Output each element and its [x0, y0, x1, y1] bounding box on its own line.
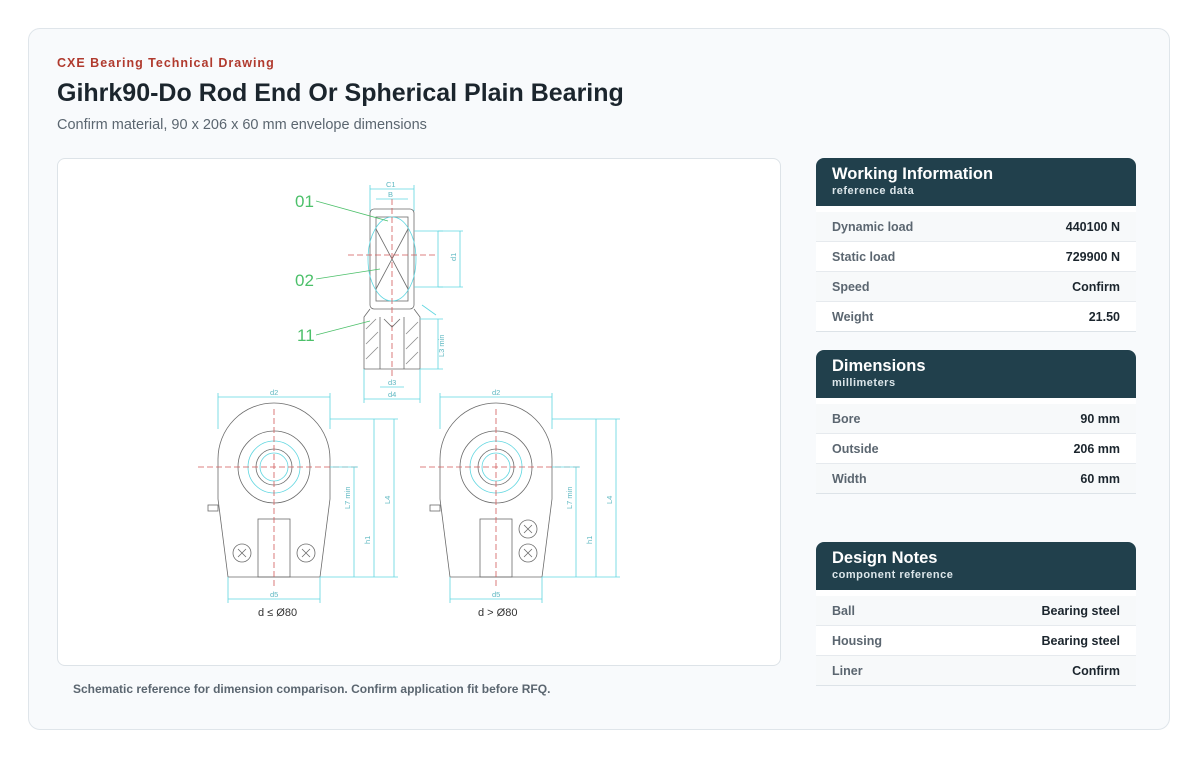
spec-label: Dynamic load — [832, 219, 914, 234]
design-notes-header: Design Notes component reference — [816, 542, 1136, 590]
right-view-caption: d > Ø80 — [478, 607, 517, 619]
working-info-rows: Dynamic load 440100 N Static load 729900 N… — [816, 212, 1136, 331]
label-d4: d4 — [388, 390, 396, 399]
eyebrow-label: CXE Bearing Technical Drawing — [57, 56, 275, 70]
spec-row-width: Width 60 mm — [816, 463, 1136, 493]
left-view-caption: d ≤ Ø80 — [258, 607, 297, 619]
spec-value: Bearing steel — [1041, 603, 1120, 618]
right-label-l4: L4 — [605, 496, 614, 504]
dimensions-subtitle: millimeters — [832, 377, 896, 389]
right-label-d2: d2 — [492, 388, 500, 397]
spec-label: Outside — [832, 441, 879, 456]
spec-value: Bearing steel — [1041, 633, 1120, 648]
right-label-d5: d5 — [492, 590, 500, 599]
spec-label: Housing — [832, 633, 882, 648]
spec-row-bore: Bore 90 mm — [816, 404, 1136, 433]
callout-02: 02 — [295, 271, 314, 290]
dimensions-header: Dimensions millimeters — [816, 350, 1136, 398]
working-info-header: Working Information reference data — [816, 158, 1136, 206]
spec-label: Width — [832, 471, 867, 486]
spec-row-static-load: Static load 729900 N — [816, 241, 1136, 271]
right-label-l7: L7 min — [565, 486, 574, 509]
technical-drawing-panel: 01 02 11 C1 B d1 L3 min d3 d4 — [57, 158, 781, 666]
dimensions-title: Dimensions — [832, 357, 926, 375]
page-subtitle: Confirm material, 90 x 206 x 60 mm envel… — [57, 117, 427, 133]
dimensions-rows: Bore 90 mm Outside 206 mm Width 60 mm — [816, 404, 1136, 493]
spec-label: Bore — [832, 411, 861, 426]
label-l3: L3 min — [437, 334, 446, 357]
product-card: CXE Bearing Technical Drawing Gihrk90-Do… — [28, 28, 1170, 730]
spec-value: 60 mm — [1080, 471, 1120, 486]
spec-row-speed: Speed Confirm — [816, 271, 1136, 301]
spec-row-ball: Ball Bearing steel — [816, 596, 1136, 625]
drawing-caption: Schematic reference for dimension compar… — [73, 682, 551, 696]
left-label-d2: d2 — [270, 388, 278, 397]
label-c1: C1 — [386, 180, 396, 189]
spec-label: Ball — [832, 603, 855, 618]
spec-value: 90 mm — [1080, 411, 1120, 426]
left-label-h1: h1 — [363, 536, 372, 544]
left-housing-view — [198, 393, 398, 603]
section-view — [315, 185, 463, 403]
spec-row-housing: Housing Bearing steel — [816, 625, 1136, 655]
right-housing-view — [420, 393, 620, 603]
spec-label: Weight — [832, 309, 874, 324]
spec-row-dynamic-load: Dynamic load 440100 N — [816, 212, 1136, 241]
label-b: B — [388, 190, 393, 199]
right-label-h1: h1 — [585, 536, 594, 544]
working-info-title: Working Information — [832, 165, 994, 183]
dimensions-card: Dimensions millimeters Bore 90 mm Outside… — [816, 350, 1136, 494]
spec-row-weight: Weight 21.50 — [816, 301, 1136, 331]
spec-value: 21.50 — [1088, 309, 1120, 324]
spec-value: 440100 N — [1065, 219, 1120, 234]
spec-label: Static load — [832, 249, 896, 264]
design-notes-subtitle: component reference — [832, 569, 954, 581]
spec-row-outside: Outside 206 mm — [816, 433, 1136, 463]
spec-label: Liner — [832, 663, 863, 678]
spec-row-liner: Liner Confirm — [816, 655, 1136, 685]
label-d3: d3 — [388, 378, 396, 387]
technical-drawing: 01 02 11 C1 B d1 L3 min d3 d4 — [198, 180, 620, 619]
spec-value: Confirm — [1072, 663, 1120, 678]
callout-11: 11 — [297, 326, 315, 345]
working-info-subtitle: reference data — [832, 185, 915, 197]
callout-01: 01 — [295, 192, 314, 211]
working-info-card: Working Information reference data Dynam… — [816, 158, 1136, 332]
spec-value: Confirm — [1072, 279, 1120, 294]
design-notes-title: Design Notes — [832, 549, 938, 567]
spec-value: 206 mm — [1073, 441, 1120, 456]
left-label-l4: L4 — [383, 496, 392, 504]
spec-label: Speed — [832, 279, 870, 294]
page-title: Gihrk90-Do Rod End Or Spherical Plain Be… — [57, 79, 624, 107]
left-label-l7: L7 min — [343, 486, 352, 509]
label-d1: d1 — [449, 253, 458, 261]
spec-value: 729900 N — [1065, 249, 1120, 264]
left-label-d5: d5 — [270, 590, 278, 599]
